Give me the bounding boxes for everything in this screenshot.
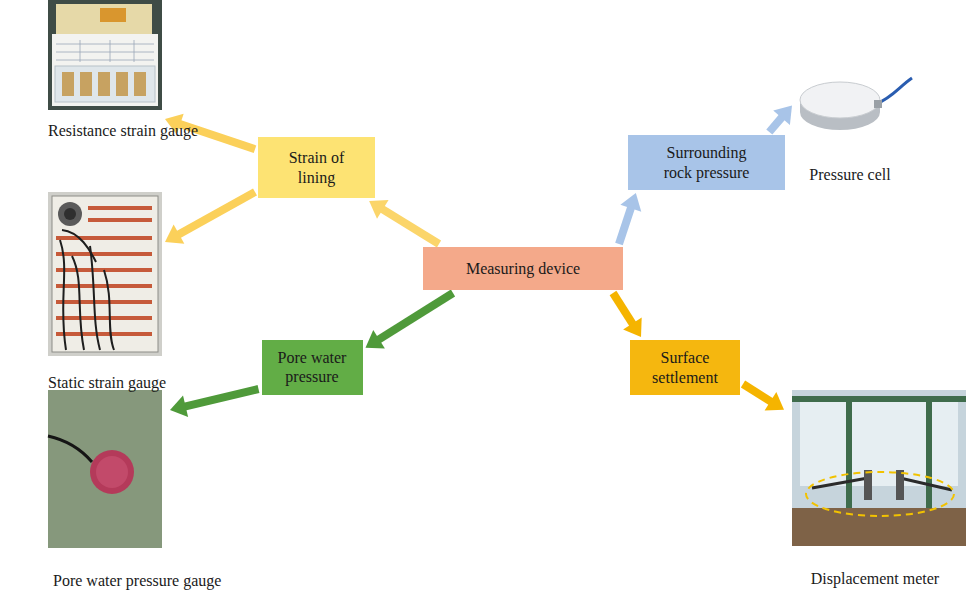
arrow-connector [165,192,255,244]
static-gauge-photo [48,192,162,356]
meter-body [864,470,872,500]
arrow-connector [366,293,454,349]
arrow-head [765,392,784,411]
arrow-shaft [619,207,631,244]
meter-arm [812,478,868,488]
arrow-shaft [179,124,255,149]
node-label: Pressure cell [795,165,905,184]
arrow-head [366,330,385,349]
fan-hub [64,208,76,220]
device-panel [52,196,158,352]
arrow-shaft [743,384,771,402]
arrow-shaft [378,293,453,340]
fabric-sheen [48,390,162,548]
strain-gauge-photo [48,0,162,110]
pore-gauge-photo [48,390,162,548]
arrow-head [165,114,184,135]
meter-body [896,470,904,500]
photo-ground [48,192,162,356]
device-photo: Static strain gauge [48,192,162,392]
package-label [100,8,126,22]
arrow-head [165,225,184,244]
arrow-connector [619,193,641,244]
node-label: Surface settlement [645,348,725,386]
photo-ground [792,390,966,546]
arrow-connector [170,389,259,417]
cell-top [800,82,880,118]
arrow-connector [165,114,255,150]
disc-face [96,456,128,488]
arrow-shaft [185,389,259,407]
category-box: Surface settlement [630,340,740,395]
node-label: Static strain gauge [48,373,162,392]
device-fan [58,202,82,226]
displacement-photo [792,390,966,546]
device-photo: Pore water pressure gauge [53,390,167,590]
arrow-shaft [178,192,255,235]
device-photo: Displacement meter [787,390,963,588]
category-box: Surrounding rock pressure [628,135,785,190]
photo-ground [48,390,162,548]
arrow-connector [769,106,792,132]
cable-gland [874,100,882,108]
node-label: Pore water pressure [270,348,355,386]
arrow-shaft [769,117,782,132]
hub-box: Measuring device [423,247,623,290]
meter-arm [900,478,952,490]
highlight-ellipse [806,472,954,516]
device-photo: Pressure cell [795,72,905,184]
gauge-sheet [55,66,155,102]
node-label: Displacement meter [787,569,963,588]
gauge-strips [62,72,146,96]
arrow-connector [613,293,642,337]
gauge-card [52,34,158,106]
card-table [56,40,154,62]
arrow-head [369,200,388,219]
device-photo: Resistance strain gauge [48,0,162,140]
node-label: Measuring device [466,259,580,278]
arrow-connector [743,384,784,411]
node-label: Pore water pressure gauge [53,571,167,590]
pressure-cell-photo [800,78,912,130]
category-box: Strain of lining [258,137,375,198]
node-label: Surrounding rock pressure [657,143,757,181]
arrow-shaft [382,209,439,244]
category-box: Pore water pressure [262,340,363,395]
arrow-head [170,396,188,417]
arrow-connector [369,200,439,244]
soil-tank [792,508,966,546]
arrow-shaft [613,293,633,324]
arrow-head [620,193,641,212]
gauge-disc [90,450,134,494]
node-label: Resistance strain gauge [48,121,162,140]
arrow-head [773,106,792,125]
frame-beam [792,396,966,402]
wires [60,230,114,350]
arrow-head [623,318,642,337]
node-label: Strain of lining [272,148,362,186]
gauge-cable [48,436,92,462]
photo-ground [48,0,162,110]
